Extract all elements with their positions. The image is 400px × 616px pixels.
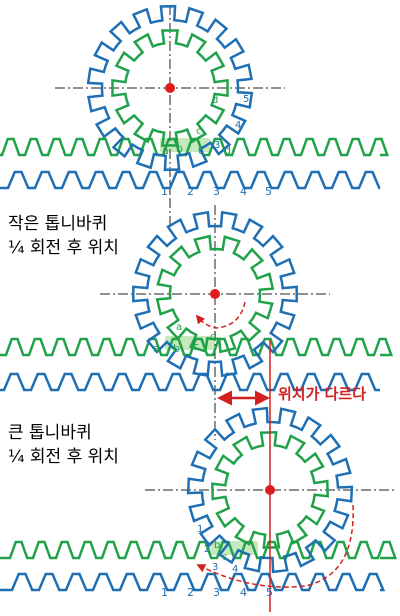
small-gear — [155, 234, 275, 354]
gears-layer — [86, 4, 354, 574]
small-gear-caption-line2: ¼ 회전 후 위치 — [8, 238, 119, 258]
large-tooth-label: 4 — [232, 564, 238, 575]
large-tooth-label: 1 — [161, 586, 168, 599]
large-gear-caption-line2: ¼ 회전 후 위치 — [8, 447, 119, 467]
large-tooth-label: 4 — [240, 185, 247, 198]
small-tooth-label: d — [212, 95, 218, 106]
large-tooth-label: 1 — [161, 185, 168, 198]
large-tooth-label: 4 — [235, 120, 241, 131]
gear-center-dot — [165, 83, 175, 93]
rack-small-gear — [0, 337, 394, 357]
large-gear — [132, 210, 298, 378]
small-tooth-label: d — [224, 144, 231, 157]
small-tooth-label: c — [198, 144, 204, 157]
large-tooth-label: 3 — [213, 586, 220, 599]
large-tooth-label: 5 — [243, 94, 249, 105]
large-tooth-label: 3 — [213, 185, 220, 198]
rack-large-gear — [0, 372, 380, 392]
large-tooth-label: 2 — [187, 185, 194, 198]
large-tooth-label: 1 — [197, 524, 203, 535]
small-tooth-label: b — [214, 540, 220, 551]
small-gear — [211, 431, 329, 549]
rack-small-gear — [0, 540, 398, 560]
racks-layer — [0, 137, 398, 592]
small-gear — [111, 29, 229, 147]
small-tooth-label: b — [176, 142, 183, 155]
small-tooth-label: a — [162, 144, 169, 157]
marks-layer — [165, 83, 354, 612]
small-gear-caption: 작은 톱니바퀴 ¼ 회전 후 위치 — [8, 212, 119, 260]
large-gear-caption: 큰 톱니바퀴 ¼ 회전 후 위치 — [8, 421, 119, 469]
large-tooth-label: 3 — [214, 140, 220, 151]
gear-center-dot — [210, 289, 220, 299]
small-tooth-label: a — [153, 342, 160, 355]
large-gear-caption-line1: 큰 톱니바퀴 — [8, 423, 92, 443]
large-tooth-label: 5 — [266, 586, 273, 599]
small-tooth-label: c — [196, 126, 202, 137]
small-tooth-label: c — [222, 552, 228, 563]
position-differs-label: 위치가 다르다 — [278, 385, 367, 403]
large-gear — [86, 4, 254, 172]
rack-large-gear — [0, 170, 381, 190]
large-gear — [186, 406, 354, 574]
small-rotation-arrow — [195, 301, 246, 329]
large-tooth-label: 3 — [212, 562, 218, 573]
small-gear-caption-line1: 작은 톱니바퀴 — [8, 214, 108, 234]
small-tooth-label: d — [210, 330, 217, 343]
small-tooth-label: b — [173, 342, 180, 355]
large-tooth-label: 2 — [204, 544, 210, 555]
large-tooth-label: 5 — [265, 185, 272, 198]
large-rotation-arrow — [196, 504, 354, 588]
small-tooth-label: a — [176, 322, 182, 333]
small-tooth-label: c — [193, 340, 199, 353]
rack-large-gear — [0, 572, 386, 592]
large-tooth-label: 2 — [187, 586, 194, 599]
large-tooth-label: 4 — [240, 586, 247, 599]
